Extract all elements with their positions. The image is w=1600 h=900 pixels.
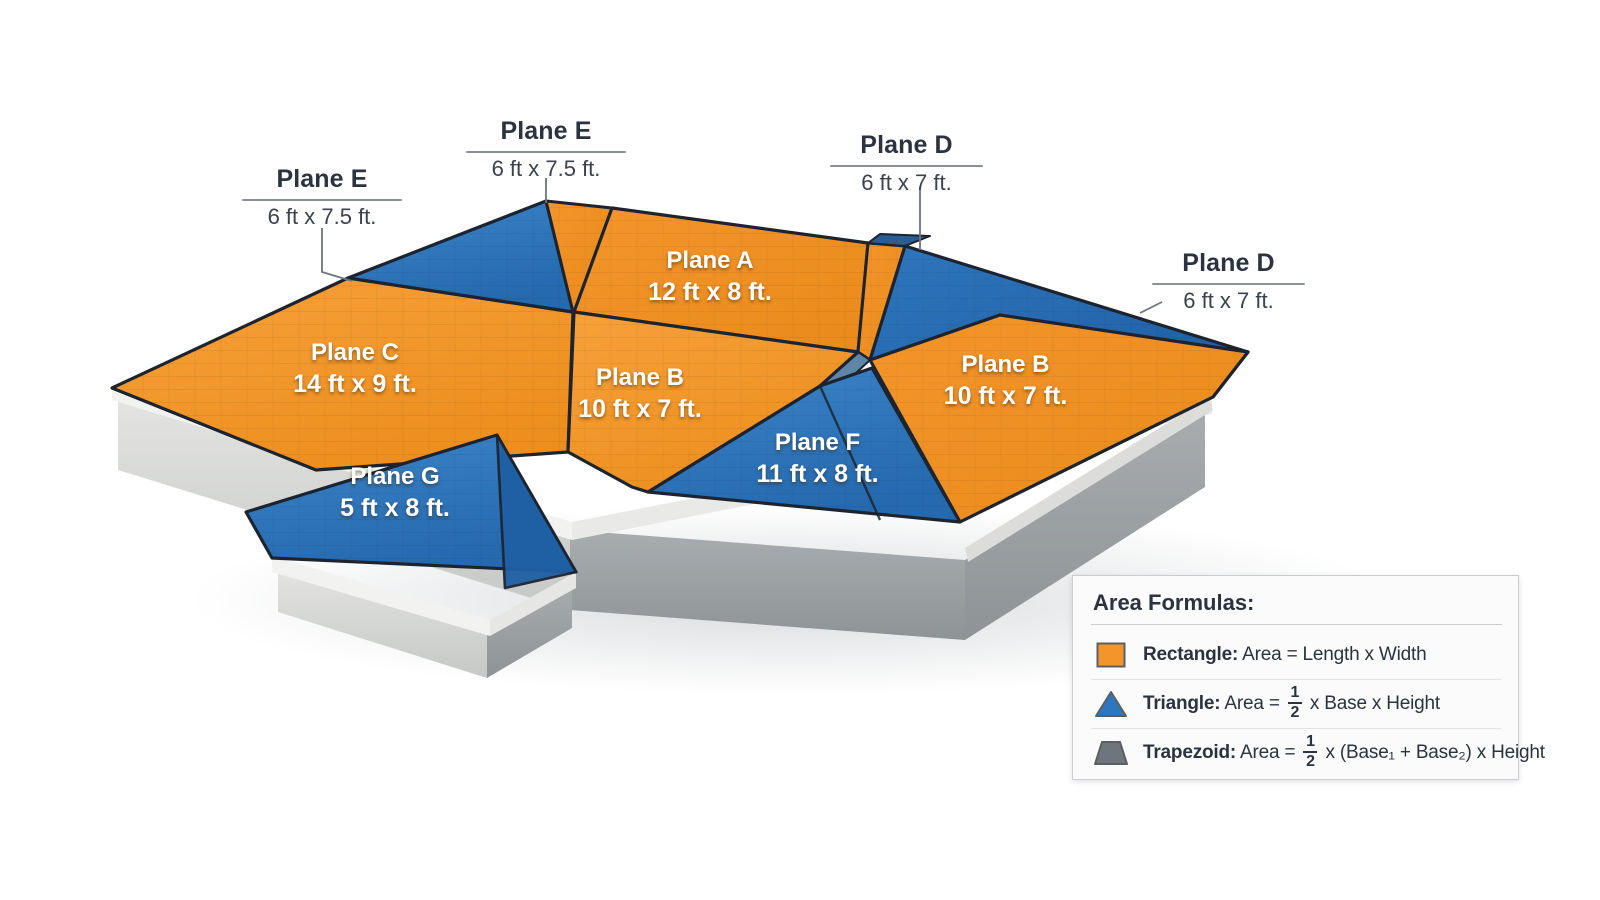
callout-title: Plane D (860, 131, 953, 159)
callout-dims: 6 ft x 7.5 ft. (491, 155, 601, 181)
legend-text-rectangle: Rectangle: Area = Length x Width (1143, 644, 1427, 666)
callout-title: Plane D (1182, 249, 1275, 277)
plane-b-left-surface (566, 310, 860, 494)
fraction-denominator: 2 (1290, 704, 1300, 721)
legend-row-trapezoid: Trapezoid: Area = 1 2 x (Base₁ + Base₂) … (1091, 728, 1545, 777)
callout-rule (830, 164, 983, 167)
dormer-body (272, 556, 576, 678)
callout-title: Plane E (276, 165, 368, 193)
fraction-numerator: 1 (1290, 684, 1300, 701)
plane-b-right-surface (868, 313, 1250, 524)
legend-shape-name: Rectangle: (1143, 644, 1239, 665)
legend-formula-pre: Area = (1224, 693, 1280, 715)
fraction-numerator: 1 (1306, 733, 1315, 750)
leader-plane-e-left (321, 228, 353, 282)
callout-plane-e-top: Plane E 6 ft x 7.5 ft. (466, 117, 626, 182)
callout-dims: 6 ft x 7.5 ft. (267, 203, 377, 229)
plane-g-surface (244, 433, 578, 590)
legend-shape-name: Triangle: (1143, 693, 1221, 715)
fraction-denominator: 2 (1306, 753, 1315, 770)
trapezoid-swatch-icon (1091, 740, 1131, 766)
legend-formula-post: x Base x Height (1309, 693, 1440, 715)
triangle-swatch-icon (1091, 690, 1131, 718)
rectangle-swatch-icon (1091, 642, 1131, 668)
legend-text-trapezoid: Trapezoid: Area = 1 2 x (Base₁ + Base₂) … (1143, 733, 1545, 771)
callout-leader-lines (321, 178, 1163, 314)
callout-rule (242, 198, 402, 201)
legend-row-rectangle: Rectangle: Area = Length x Width (1091, 631, 1502, 679)
plane-a-surface (572, 206, 870, 354)
callout-plane-d-right: Plane D 6 ft x 7 ft. (1152, 249, 1305, 314)
legend-text-triangle: Triangle: Area = 1 2 x Base x Height (1143, 684, 1440, 722)
plane-c-surface (110, 276, 575, 472)
legend-row-triangle: Triangle: Area = 1 2 x Base x Height (1091, 679, 1502, 728)
legend-formula-pre: Area = (1240, 742, 1296, 764)
legend-shape-name: Trapezoid: (1143, 742, 1237, 764)
one-half-fraction: 1 2 (1303, 733, 1318, 770)
callout-title: Plane E (500, 117, 592, 145)
fraction-bar (1303, 751, 1318, 753)
fraction-bar (1287, 702, 1302, 704)
callout-plane-d-top: Plane D 6 ft x 7 ft. (830, 131, 983, 196)
callout-plane-e-left: Plane E 6 ft x 7.5 ft. (242, 165, 402, 230)
callout-dims: 6 ft x 7 ft. (1183, 287, 1274, 313)
callout-rule (1152, 282, 1305, 285)
legend-title: Area Formulas: (1093, 590, 1255, 615)
callout-rule (466, 150, 626, 153)
plane-e-left-surface (346, 199, 575, 314)
plane-f-surface (646, 366, 962, 524)
area-formulas-legend: Area Formulas: Rectangle: Area = Length … (1072, 575, 1545, 780)
legend-formula-post: x (Base₁ + Base₂) x Height (1325, 742, 1545, 764)
plane-d-ridge-sliver (867, 233, 931, 247)
one-half-fraction: 1 2 (1287, 684, 1302, 721)
legend-divider (1091, 624, 1502, 625)
legend-formula: Area = Length x Width (1242, 644, 1427, 665)
callout-dims: 6 ft x 7 ft. (861, 169, 952, 195)
leader-plane-d-right (1139, 301, 1163, 314)
